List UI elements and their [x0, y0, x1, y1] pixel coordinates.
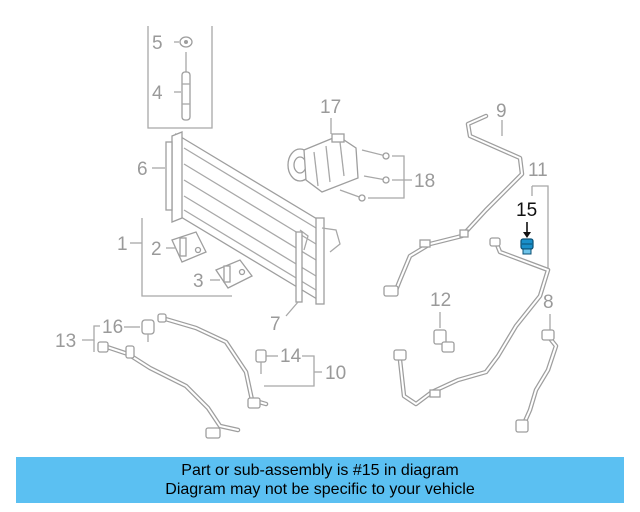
callout-18: 18 — [414, 171, 435, 192]
part-6-seal-strip — [152, 141, 173, 211]
callout-16: 16 — [102, 317, 123, 338]
banner-line-2: Diagram may not be specific to your vehi… — [165, 481, 475, 498]
callout-9: 9 — [496, 101, 507, 122]
part-17-compressor — [287, 133, 359, 193]
callout-17: 17 — [320, 97, 341, 118]
part-2-bracket — [166, 231, 207, 263]
callout-15-arrow — [523, 222, 531, 238]
callout-15: 15 — [516, 200, 537, 221]
callout-13: 13 — [55, 331, 76, 352]
part-3-bracket — [210, 259, 253, 289]
info-banner: Part or sub-assembly is #15 in diagram D… — [16, 457, 624, 503]
part-14-valve — [255, 349, 267, 374]
callout-11-bracket — [532, 185, 549, 270]
part-5-cap — [174, 36, 193, 48]
callout-3: 3 — [193, 271, 204, 292]
callout-6: 6 — [137, 159, 148, 180]
callout-12: 12 — [430, 290, 451, 311]
part-11-pipe — [393, 237, 551, 407]
callout-4: 4 — [152, 83, 163, 104]
drier-group-bracket — [147, 26, 213, 129]
callout-5: 5 — [152, 33, 163, 54]
part-15-pressure-sensor — [520, 238, 534, 255]
parts-diagram: 5 4 6 1 2 — [55, 26, 559, 439]
part-4-drier-element — [174, 52, 191, 121]
callout-2: 2 — [151, 239, 162, 260]
callout-8: 8 — [543, 292, 554, 313]
callout-7: 7 — [270, 314, 281, 335]
part-9-pipe — [383, 113, 525, 297]
callout-11: 11 — [528, 160, 548, 181]
part-7-side-bracket — [285, 231, 303, 317]
part-8-pipe — [515, 329, 559, 433]
part-13-pipe — [97, 313, 269, 439]
callout-1: 1 — [117, 234, 128, 255]
part-18-bolts — [339, 149, 412, 202]
part-12-fitting — [433, 329, 455, 353]
callout-10: 10 — [325, 363, 346, 384]
callout-13-bracket — [82, 325, 100, 341]
banner-line-1: Part or sub-assembly is #15 in diagram — [181, 462, 459, 479]
part-16-switch — [141, 319, 155, 342]
condenser-group-bracket — [130, 218, 232, 297]
callout-14: 14 — [280, 346, 302, 367]
callout-10-bracket — [264, 355, 315, 387]
